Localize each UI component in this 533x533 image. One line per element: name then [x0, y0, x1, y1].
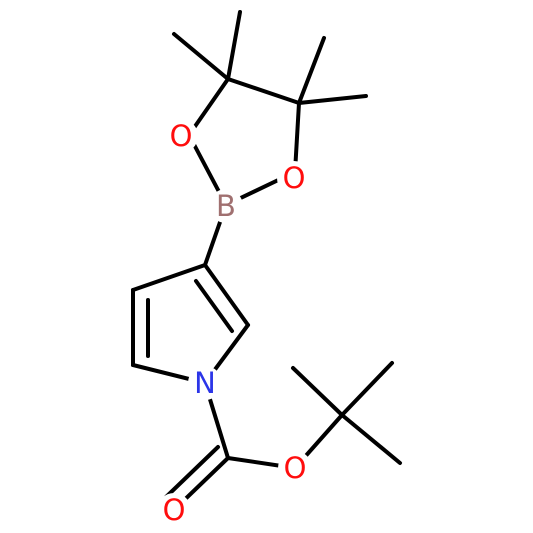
bond-tbu-methyl-1 — [291, 366, 344, 417]
atom-oxygen-ring-right: O — [277, 161, 311, 195]
bond-c-o-right — [293, 101, 301, 174]
bond-c3-c2 — [203, 263, 250, 327]
atom-oxygen-carbonyl: O — [157, 493, 191, 527]
bond-methyl-1 — [226, 10, 242, 81]
atom-label-n: N — [194, 366, 216, 400]
bond-c-o-carbonyl-2 — [164, 445, 220, 499]
bond-c3-c4 — [131, 263, 207, 292]
atom-label-o-ester: O — [284, 451, 307, 485]
bond-c-o-left — [187, 77, 230, 137]
bond-tbu-methyl-3 — [340, 413, 402, 465]
atom-boron: B — [209, 189, 243, 223]
bond-methyl-2 — [172, 32, 230, 81]
atom-label-o-carbonyl: O — [163, 493, 186, 527]
bond-ring-c-c — [226, 77, 301, 105]
bond-layer — [131, 10, 402, 510]
atom-label-b: B — [216, 189, 236, 223]
atom-oxygen-ester: O — [278, 451, 312, 485]
bond-methyl-4 — [297, 94, 368, 105]
atom-label-o-ring-right: O — [283, 161, 306, 195]
bond-methyl-3 — [297, 36, 326, 105]
atom-label-layer: O O B N O O — [157, 119, 312, 527]
atom-label-o-ring-left: O — [170, 119, 193, 153]
bond-tbu-methyl-2 — [340, 361, 394, 417]
atom-oxygen-ring-left: O — [164, 119, 198, 153]
bond-c3-c2-double — [194, 279, 234, 333]
atom-nitrogen: N — [188, 366, 222, 400]
